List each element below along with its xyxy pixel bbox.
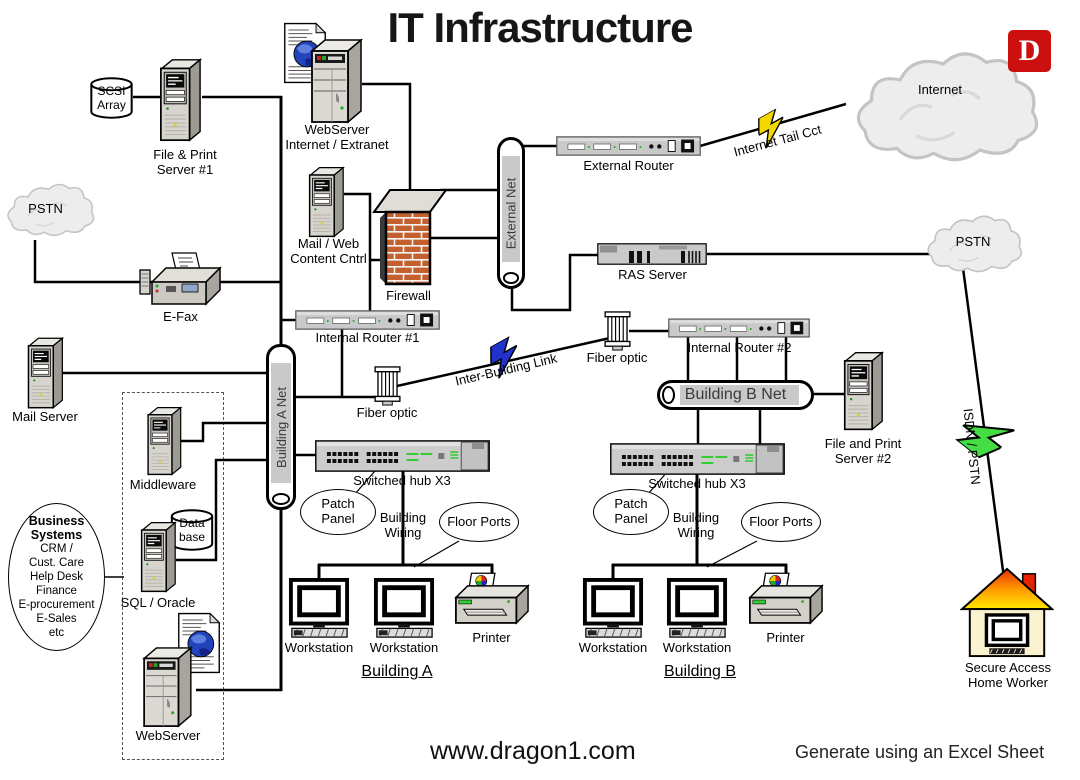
building-wiring-b-label: Building Wiring: [672, 510, 720, 541]
webserver-top-label: WebServer Internet / Extranet: [285, 122, 389, 153]
building-a-net-cap: [271, 493, 291, 505]
building-b-section-label: Building B: [663, 663, 737, 680]
internal-router-1-icon: [295, 310, 440, 330]
patch-panel-b-line1: Patch: [614, 496, 648, 512]
mail-web-content-label: Mail / Web Content Cntrl: [290, 236, 367, 267]
external-net-cap: [502, 272, 520, 284]
ras-server-label: RAS Server: [618, 267, 687, 282]
mail-server-label: Mail Server: [12, 409, 78, 424]
patch-panel-callout-a: Patch Panel: [300, 489, 376, 535]
printer-a-label: Printer: [472, 630, 511, 645]
scsi-array-label: SCSI Array: [97, 84, 126, 113]
ras-server-icon: [597, 243, 707, 265]
home-worker-house-icon: [960, 566, 1054, 660]
database-label: Data base: [178, 516, 206, 545]
dragon1-url-link[interactable]: www.dragon1.com: [430, 737, 636, 765]
file-print-server-2-label: File and Print Server #2: [824, 436, 902, 467]
building-a-section-label: Building A: [361, 663, 433, 680]
pstn-right-label: PSTN: [955, 234, 991, 249]
printer-b-label: Printer: [766, 630, 805, 645]
business-systems-item: CRM /: [40, 543, 73, 556]
building-a-net-segment: Building A Net: [266, 344, 296, 510]
building-b-net-cap: [662, 385, 675, 405]
efax-label: E-Fax: [163, 309, 198, 324]
business-systems-item: E-Sales: [36, 613, 77, 626]
workstation-b2-icon: [666, 578, 728, 640]
internet-cloud-label: Internet: [917, 82, 963, 97]
fiber-optic-left-label: Fiber optic: [356, 405, 418, 420]
switched-hub-a-label: Switched hub X3: [353, 473, 451, 488]
building-b-net-segment: Building B Net: [657, 380, 814, 410]
external-router-icon: [556, 136, 701, 156]
internal-router-1-label: Internal Router #1: [315, 330, 420, 345]
building-wiring-a-label: Building Wiring: [379, 510, 427, 541]
external-net-segment: External Net: [497, 137, 525, 289]
firewall-label: Firewall: [386, 288, 431, 303]
business-systems-ellipse: Business Systems CRM / Cust. Care Help D…: [8, 503, 105, 651]
workstation-a1-icon: [288, 578, 350, 640]
workstation-a2-label: Workstation: [369, 640, 439, 655]
middleware-server-icon: [145, 406, 183, 476]
floor-ports-callout-a: Floor Ports: [439, 502, 519, 542]
page-title: IT Infrastructure: [387, 4, 693, 51]
printer-a-icon: [452, 572, 530, 629]
switched-hub-b-label: Switched hub X3: [648, 476, 746, 491]
webserver-bottom-label: WebServer: [135, 728, 201, 743]
workstation-b1-icon: [582, 578, 644, 640]
switched-hub-b-icon: [610, 443, 785, 475]
patch-panel-callout-b: Patch Panel: [593, 489, 669, 535]
floor-ports-a-label: Floor Ports: [447, 513, 511, 529]
switched-hub-a-icon: [315, 440, 490, 472]
building-a-net-label: Building A Net: [273, 386, 289, 468]
patch-panel-a-line2: Panel: [321, 511, 355, 526]
mail-web-content-icon: [306, 166, 346, 238]
business-systems-title: Business Systems: [28, 513, 85, 542]
internal-router-2-icon: [668, 318, 810, 338]
external-router-label: External Router: [583, 158, 674, 173]
fiber-optic-left-icon: [374, 366, 401, 406]
sql-oracle-label: SQL / Oracle: [120, 595, 196, 610]
fiber-optic-right-icon: [604, 311, 631, 351]
business-systems-item: Cust. Care: [29, 557, 84, 570]
mail-server-icon: [26, 336, 64, 410]
patch-panel-b-line2: Panel: [614, 511, 648, 526]
floor-ports-b-label: Floor Ports: [749, 513, 813, 529]
workstation-b1-label: Workstation: [578, 640, 648, 655]
file-print-server-1-label: File & Print Server #1: [153, 147, 217, 178]
printer-b-icon: [746, 572, 824, 629]
building-b-net-label: Building B Net: [684, 386, 787, 403]
webserver-bottom-icon: [140, 646, 194, 728]
building-a-net-band: [271, 363, 291, 483]
workstation-a2-icon: [373, 578, 435, 640]
file-print-server-2-icon: [842, 348, 884, 434]
business-systems-item: Finance: [36, 585, 77, 598]
firewall-icon: [372, 182, 448, 286]
business-systems-item: E-procurement: [18, 599, 95, 612]
workstation-a1-label: Workstation: [284, 640, 354, 655]
internal-router-2-label: Internal Router #2: [687, 340, 792, 355]
workstation-b2-label: Workstation: [662, 640, 732, 655]
business-systems-item: etc: [48, 627, 65, 640]
credit-note: Generate using an Excel Sheet: [795, 742, 1045, 762]
pstn-left-label: PSTN: [28, 201, 63, 216]
business-systems-item: Help Desk: [29, 571, 84, 584]
patch-panel-a-line1: Patch: [321, 496, 355, 512]
dragon1-logo: D: [1008, 30, 1051, 72]
external-net-band: [502, 156, 520, 262]
building-b-net-band: [680, 385, 799, 405]
external-net-label: External Net: [503, 177, 519, 249]
efax-icon: [138, 250, 222, 308]
back-office-servers-group-box: [122, 392, 224, 760]
home-worker-label: Secure Access Home Worker: [965, 660, 1051, 691]
fiber-optic-right-label: Fiber optic: [586, 350, 648, 365]
middleware-label: Middleware: [129, 477, 197, 492]
file-print-server-1-icon: [158, 55, 202, 145]
floor-ports-callout-b: Floor Ports: [741, 502, 821, 542]
